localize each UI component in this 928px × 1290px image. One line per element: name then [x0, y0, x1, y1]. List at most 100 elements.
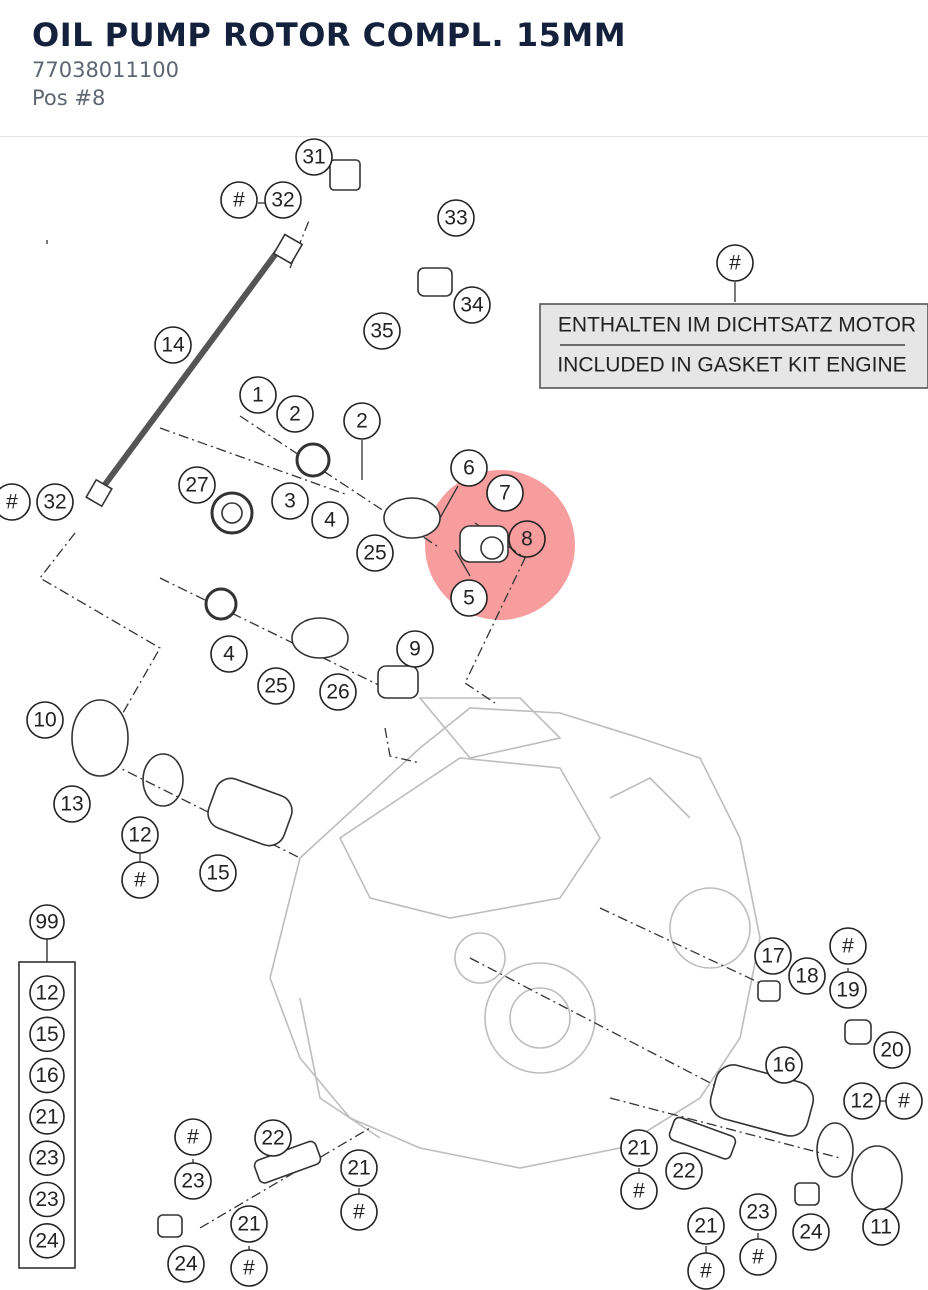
kit-item-circle: [29, 1057, 65, 1094]
callout-c21c-hash[interactable]: #: [230, 1249, 268, 1287]
callout-c21d-hash[interactable]: #: [687, 1252, 725, 1290]
kit-item[interactable]: 23: [29, 1181, 65, 1218]
kit-item[interactable]: 12: [29, 975, 65, 1011]
callout-circle: [739, 1238, 777, 1276]
callout-c23b-hash[interactable]: #: [739, 1238, 777, 1276]
callout-c21b[interactable]: 21: [340, 1149, 378, 1187]
callout-c21c[interactable]: 21: [230, 1205, 268, 1243]
callout-circle: [453, 286, 491, 324]
callout-label: 24: [799, 1221, 823, 1244]
callout-c24a[interactable]: 24: [167, 1245, 205, 1283]
callout-label: #: [752, 1246, 764, 1269]
callout-circle: [264, 181, 302, 219]
callout-circle: [343, 402, 381, 440]
callout-c13[interactable]: 13: [53, 785, 91, 823]
callout-c2a[interactable]: 2: [276, 395, 314, 433]
kit-item-label: 24: [35, 1229, 59, 1252]
kit-item[interactable]: 23: [29, 1140, 65, 1177]
callout-c6[interactable]: 6: [450, 449, 488, 487]
callout-c26[interactable]: 26: [319, 673, 357, 711]
callout-c12b[interactable]: 12: [843, 1082, 881, 1120]
callout-c19-hash[interactable]: #: [829, 927, 867, 965]
note-callout[interactable]: #: [716, 244, 754, 282]
callout-c4a[interactable]: 4: [311, 501, 349, 539]
callout-c22a[interactable]: 22: [665, 1152, 703, 1190]
callout-c24b[interactable]: 24: [792, 1213, 830, 1251]
kit-99-box: 99 12 15 16 21 23 23 24: [18, 904, 76, 1269]
callout-c23a-hash[interactable]: #: [174, 1118, 212, 1156]
callout-c21a-hash[interactable]: #: [620, 1172, 658, 1210]
callout-circle: [178, 466, 216, 504]
callout-c21d[interactable]: 21: [687, 1207, 725, 1245]
note-line-german: ENTHALTEN IM DICHTSATZ MOTOR: [558, 314, 916, 337]
callout-c27[interactable]: 27: [178, 466, 216, 504]
kit-99-callout[interactable]: 99: [29, 904, 65, 940]
callout-c3[interactable]: 3: [271, 482, 309, 520]
callout-label: 22: [261, 1127, 284, 1150]
callout-c2b[interactable]: 2: [343, 402, 381, 440]
callout-c32a-hash[interactable]: #: [220, 181, 258, 219]
callout-circle: [829, 927, 867, 965]
part-title: OIL PUMP ROTOR COMPL. 15MM: [32, 16, 627, 54]
callout-c32a[interactable]: 32: [264, 181, 302, 219]
callout-c22b[interactable]: 22: [254, 1119, 292, 1157]
callout-circle: [396, 630, 434, 668]
callout-c25b[interactable]: 25: [257, 667, 295, 705]
callout-c5[interactable]: 5: [450, 579, 488, 617]
callout-circle: [230, 1205, 268, 1243]
callout-label: 12: [850, 1090, 873, 1113]
callout-c21b-hash[interactable]: #: [340, 1193, 378, 1231]
callout-c23b[interactable]: 23: [739, 1193, 777, 1231]
position-label: Pos #8: [32, 86, 106, 110]
callout-c9[interactable]: 9: [396, 630, 434, 668]
callout-circle: [26, 701, 64, 739]
callout-c23a[interactable]: 23: [174, 1162, 212, 1200]
callout-circle: [0, 483, 31, 521]
callout-c7[interactable]: 7: [486, 474, 524, 512]
callout-c19[interactable]: 19: [829, 971, 867, 1009]
callout-c31[interactable]: 31: [295, 138, 333, 176]
callout-c12a-hash[interactable]: #: [121, 861, 159, 899]
callout-c35[interactable]: 35: [363, 312, 401, 350]
callout-circle: [620, 1172, 658, 1210]
callout-c12b-hash[interactable]: #: [885, 1082, 923, 1120]
callout-c34[interactable]: 34: [453, 286, 491, 324]
callout-c33[interactable]: 33: [437, 199, 475, 237]
callout-c12a[interactable]: 12: [121, 816, 159, 854]
callout-c11[interactable]: 11: [862, 1208, 900, 1246]
callout-label: 31: [302, 146, 325, 169]
callout-circle: [121, 861, 159, 899]
callout-c32b[interactable]: 32: [36, 483, 74, 521]
kit-item-circle: [29, 975, 65, 1011]
callout-label: 2: [289, 403, 301, 426]
callout-c4b[interactable]: 4: [210, 635, 248, 673]
callout-label: 3: [284, 490, 296, 513]
callout-c16[interactable]: 16: [765, 1046, 803, 1084]
callout-label: 11: [870, 1216, 892, 1239]
kit-item[interactable]: 24: [29, 1223, 65, 1259]
callout-label: #: [6, 491, 18, 514]
callout-label: 23: [181, 1170, 204, 1193]
callout-c1[interactable]: 1: [239, 376, 277, 414]
callout-c14[interactable]: 14: [154, 326, 192, 364]
callout-circle: [862, 1208, 900, 1246]
callout-circle: [843, 1082, 881, 1120]
callout-c17[interactable]: 17: [754, 937, 792, 975]
kit-item[interactable]: 21: [29, 1099, 65, 1135]
callout-c20[interactable]: 20: [873, 1031, 911, 1069]
callout-circle: [873, 1031, 911, 1069]
callout-circle: [319, 673, 357, 711]
callout-c21a[interactable]: 21: [620, 1129, 658, 1167]
callout-c15[interactable]: 15: [199, 854, 237, 892]
callout-circle: [486, 474, 524, 512]
callout-c10[interactable]: 10: [26, 701, 64, 739]
callout-label: #: [243, 1257, 255, 1280]
callout-c8[interactable]: 8: [508, 520, 546, 558]
kit-item[interactable]: 16: [29, 1057, 65, 1094]
svg-text:#: #: [729, 252, 741, 275]
callout-label: #: [633, 1180, 645, 1203]
callout-c25a[interactable]: 25: [356, 534, 394, 572]
callout-c32b-hash[interactable]: #: [0, 483, 31, 521]
callout-c18[interactable]: 18: [788, 957, 826, 995]
kit-item[interactable]: 15: [29, 1016, 65, 1053]
